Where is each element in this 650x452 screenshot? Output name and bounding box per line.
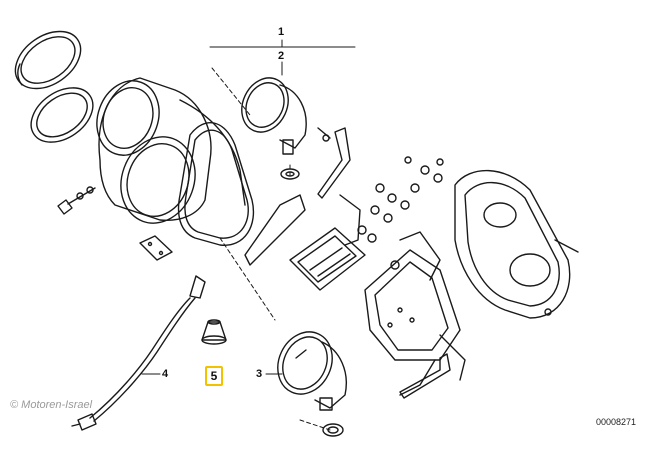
- copyright-watermark: © Motoren-Israel: [10, 399, 93, 411]
- mounting-screw-left: [57, 186, 96, 215]
- callout-1: 1: [278, 26, 285, 38]
- rubber-cap: [201, 319, 227, 345]
- speedometer-gauge: [241, 77, 331, 180]
- circuit-board: [289, 194, 366, 291]
- rear-housing: [364, 231, 466, 396]
- small-mounting-plate: [139, 235, 173, 261]
- tachometer-gauge: [277, 331, 347, 437]
- housing-gasket: [177, 122, 255, 246]
- instrument-housing: [96, 77, 246, 224]
- callout-3: 3: [256, 368, 263, 380]
- bulb-sockets: [357, 156, 444, 270]
- rear-cover: [454, 169, 579, 319]
- callout-5: 5: [210, 369, 218, 383]
- assembly-guide-lines: [211, 67, 331, 431]
- callout-2: 2: [278, 50, 285, 62]
- callout-leader-lines: [141, 39, 356, 375]
- lower-bracket: [399, 353, 451, 399]
- callout-5-highlight: 5: [205, 366, 223, 386]
- speedometer-cable: [71, 275, 206, 431]
- bezel-ring-lower: [30, 87, 94, 143]
- mounting-bracket: [244, 127, 351, 266]
- bezel-ring-upper: [14, 30, 82, 90]
- reference-number: 00008271: [595, 417, 636, 427]
- callout-4: 4: [162, 368, 169, 380]
